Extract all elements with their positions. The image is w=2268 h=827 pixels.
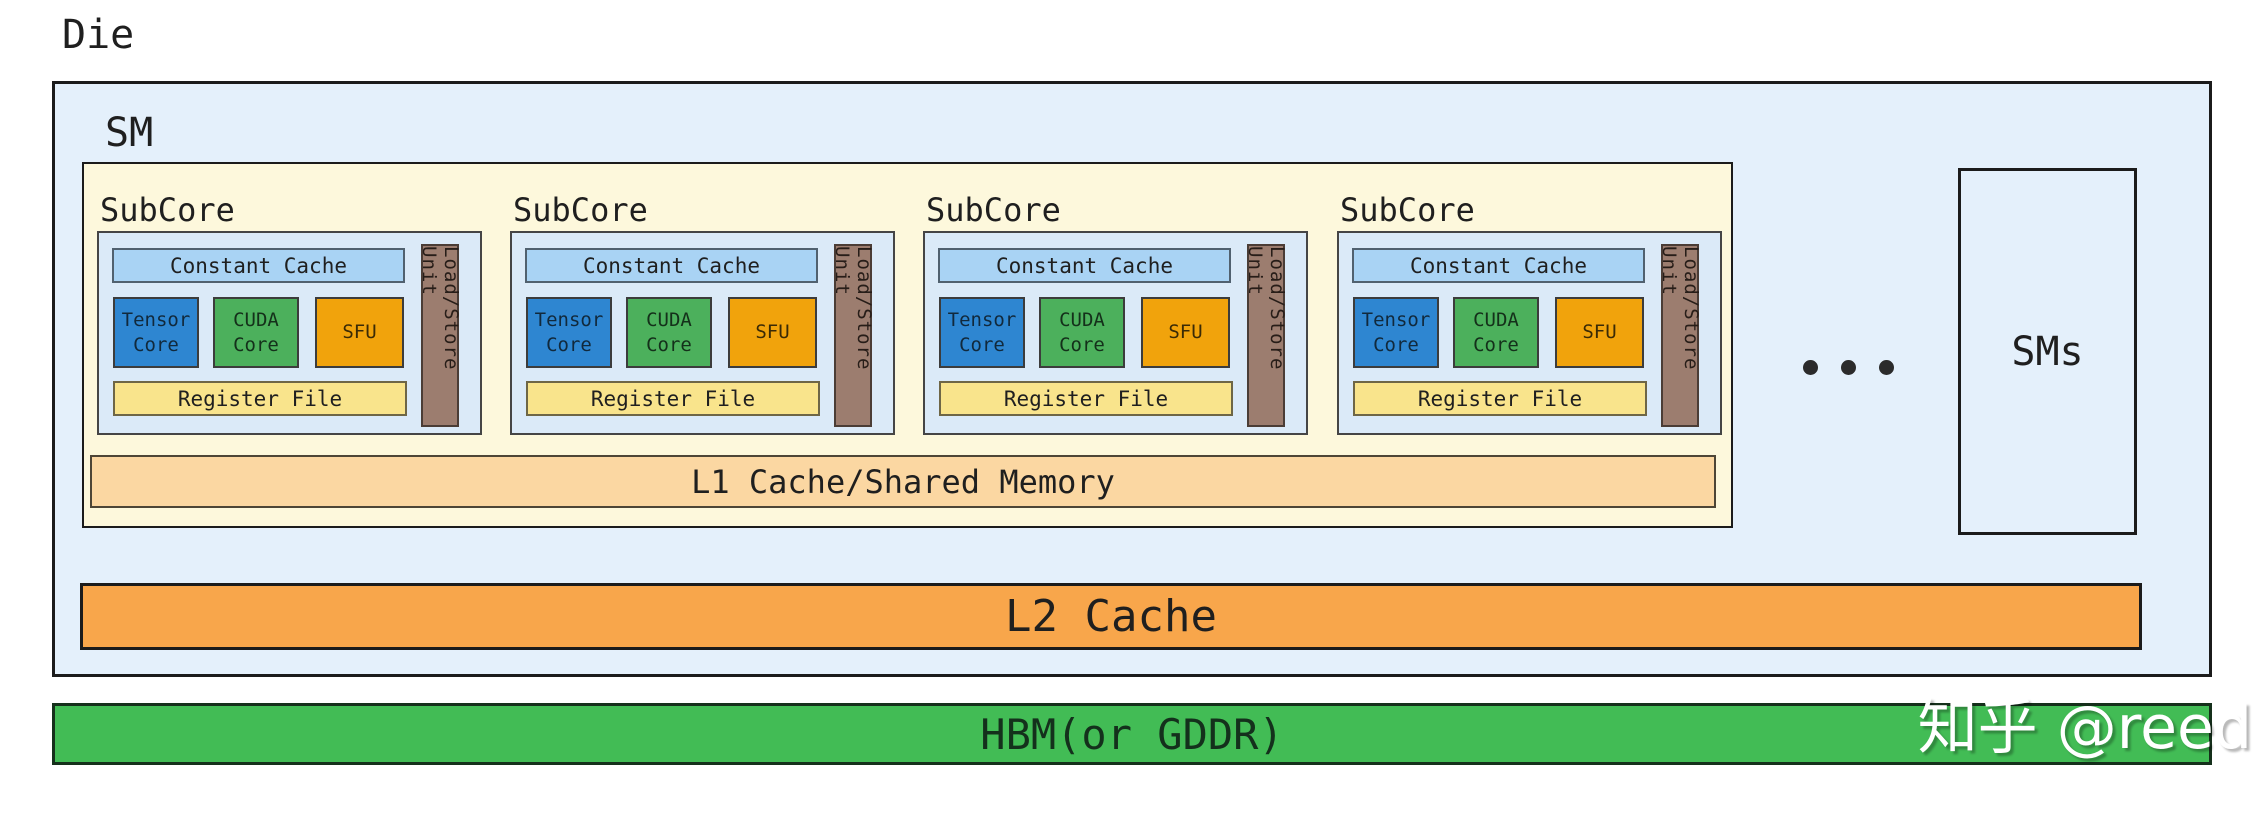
die-label: Die bbox=[62, 12, 135, 58]
sms-label: SMs bbox=[2011, 328, 2084, 375]
tensor-core: Tensor Core bbox=[1353, 297, 1439, 368]
register-file: Register File bbox=[939, 381, 1233, 416]
load-store-unit: Load/Store Unit bbox=[831, 244, 875, 427]
tensor-core: Tensor Core bbox=[113, 297, 199, 368]
load-store-unit: Load/Store Unit bbox=[1244, 244, 1288, 427]
hbm-memory: HBM(or GDDR) bbox=[52, 703, 2212, 765]
constant-cache: Constant Cache bbox=[938, 248, 1231, 283]
subcore-group: SubCore Constant Cache Tensor Core CUDA … bbox=[510, 190, 895, 435]
load-store-unit: Load/Store Unit bbox=[1658, 244, 1702, 427]
hbm-label: HBM(or GDDR) bbox=[980, 709, 1284, 759]
tensor-core: Tensor Core bbox=[526, 297, 612, 368]
subcore-panel: Constant Cache Tensor Core CUDA Core SFU… bbox=[97, 231, 482, 435]
constant-cache: Constant Cache bbox=[112, 248, 405, 283]
subcore-group: SubCore Constant Cache Tensor Core CUDA … bbox=[1337, 190, 1722, 435]
ellipsis-dots bbox=[1803, 360, 1894, 375]
constant-cache: Constant Cache bbox=[1352, 248, 1645, 283]
sm-box: SubCore Constant Cache Tensor Core CUDA … bbox=[82, 162, 1733, 528]
subcore-group: SubCore Constant Cache Tensor Core CUDA … bbox=[923, 190, 1308, 435]
subcore-label: SubCore bbox=[100, 191, 235, 229]
constant-cache: Constant Cache bbox=[525, 248, 818, 283]
cuda-core: CUDA Core bbox=[213, 297, 299, 368]
load-store-unit: Load/Store Unit bbox=[418, 244, 462, 427]
cuda-core: CUDA Core bbox=[1453, 297, 1539, 368]
sfu-core: SFU bbox=[1555, 297, 1644, 368]
sfu-core: SFU bbox=[1141, 297, 1230, 368]
subcore-label: SubCore bbox=[513, 191, 648, 229]
cuda-core: CUDA Core bbox=[626, 297, 712, 368]
register-file: Register File bbox=[1353, 381, 1647, 416]
sfu-core: SFU bbox=[315, 297, 404, 368]
sfu-core: SFU bbox=[728, 297, 817, 368]
subcore-panel: Constant Cache Tensor Core CUDA Core SFU… bbox=[1337, 231, 1722, 435]
dot bbox=[1841, 360, 1856, 375]
subcore-group: SubCore Constant Cache Tensor Core CUDA … bbox=[97, 190, 482, 435]
register-file: Register File bbox=[526, 381, 820, 416]
dot bbox=[1803, 360, 1818, 375]
subcore-label: SubCore bbox=[1340, 191, 1475, 229]
dot bbox=[1879, 360, 1894, 375]
register-file: Register File bbox=[113, 381, 407, 416]
sm-label: SM bbox=[105, 110, 154, 156]
die-box: SM SubCore Constant Cache Tensor Core CU… bbox=[52, 81, 2212, 677]
l2-cache-label: L2 Cache bbox=[1005, 591, 1217, 642]
subcore-panel: Constant Cache Tensor Core CUDA Core SFU… bbox=[923, 231, 1308, 435]
subcore-panel: Constant Cache Tensor Core CUDA Core SFU… bbox=[510, 231, 895, 435]
l2-cache: L2 Cache bbox=[80, 583, 2142, 650]
cuda-core: CUDA Core bbox=[1039, 297, 1125, 368]
sms-box: SMs bbox=[1958, 168, 2137, 535]
subcore-label: SubCore bbox=[926, 191, 1061, 229]
tensor-core: Tensor Core bbox=[939, 297, 1025, 368]
watermark: 知乎 @reed bbox=[1917, 693, 2252, 763]
